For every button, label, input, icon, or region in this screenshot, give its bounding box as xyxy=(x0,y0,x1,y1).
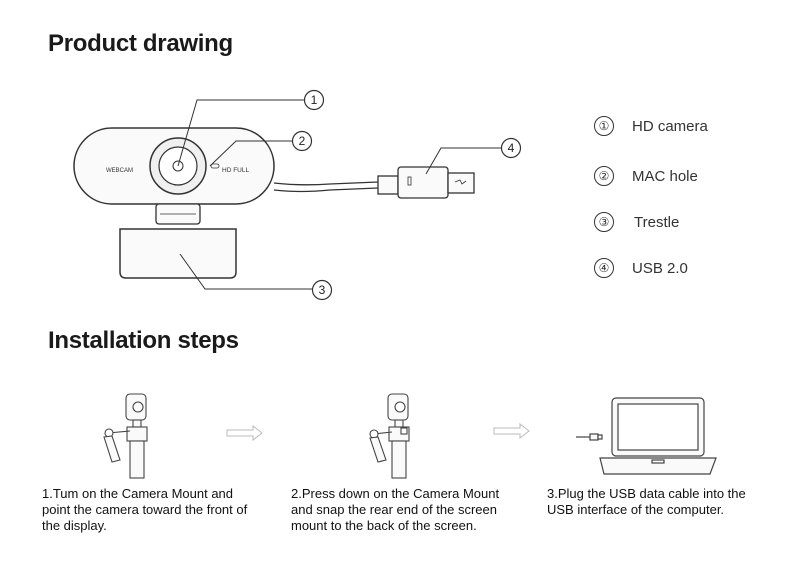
step1-illustration xyxy=(103,393,148,479)
step-2-text: 2.Press down on the Camera Mount and sna… xyxy=(291,486,500,533)
step-3-text: 3.Plug the USB data cable into the USB i… xyxy=(547,486,746,517)
callout-circle-4: 4 xyxy=(500,137,522,159)
svg-text:1: 1 xyxy=(311,93,318,107)
webcam-drawing: WEBCAM HD FULL xyxy=(73,127,475,279)
legend-number: ③ xyxy=(594,212,614,232)
legend-number: ① xyxy=(594,116,614,136)
svg-text:2: 2 xyxy=(299,134,306,148)
product-drawing-heading: Product drawing xyxy=(48,30,233,57)
laptop-illustration xyxy=(576,397,717,475)
legend-label: MAC hole xyxy=(632,167,698,185)
legend-label: USB 2.0 xyxy=(632,259,688,277)
hd-full-label: HD FULL xyxy=(222,167,249,174)
legend-item-hd-camera: ① HD camera xyxy=(594,116,708,136)
step-1-text: 1.Tum on the Camera Mount and point the … xyxy=(42,486,248,533)
legend-item-trestle: ③ Trestle xyxy=(594,212,679,232)
svg-text:3: 3 xyxy=(319,283,326,297)
callout-leader-lines xyxy=(177,99,501,290)
legend-item-usb: ④ USB 2.0 xyxy=(594,258,688,278)
arrow-icon xyxy=(226,424,263,442)
legend-label: Trestle xyxy=(634,213,680,231)
svg-text:4: 4 xyxy=(508,141,515,155)
legend-number: ② xyxy=(594,166,614,186)
installation-steps-heading: Installation steps xyxy=(48,327,239,354)
callout-circle-3: 3 xyxy=(311,279,333,301)
step2-illustration xyxy=(369,393,410,479)
callout-circle-2: 2 xyxy=(291,130,313,152)
callout-circle-1: 1 xyxy=(303,89,325,111)
legend-number: ④ xyxy=(594,258,614,278)
webcam-label: WEBCAM xyxy=(106,168,133,174)
arrow-icon xyxy=(493,422,530,440)
legend-item-mac-hole: ② MAC hole xyxy=(594,166,698,186)
legend-label: HD camera xyxy=(632,117,708,135)
